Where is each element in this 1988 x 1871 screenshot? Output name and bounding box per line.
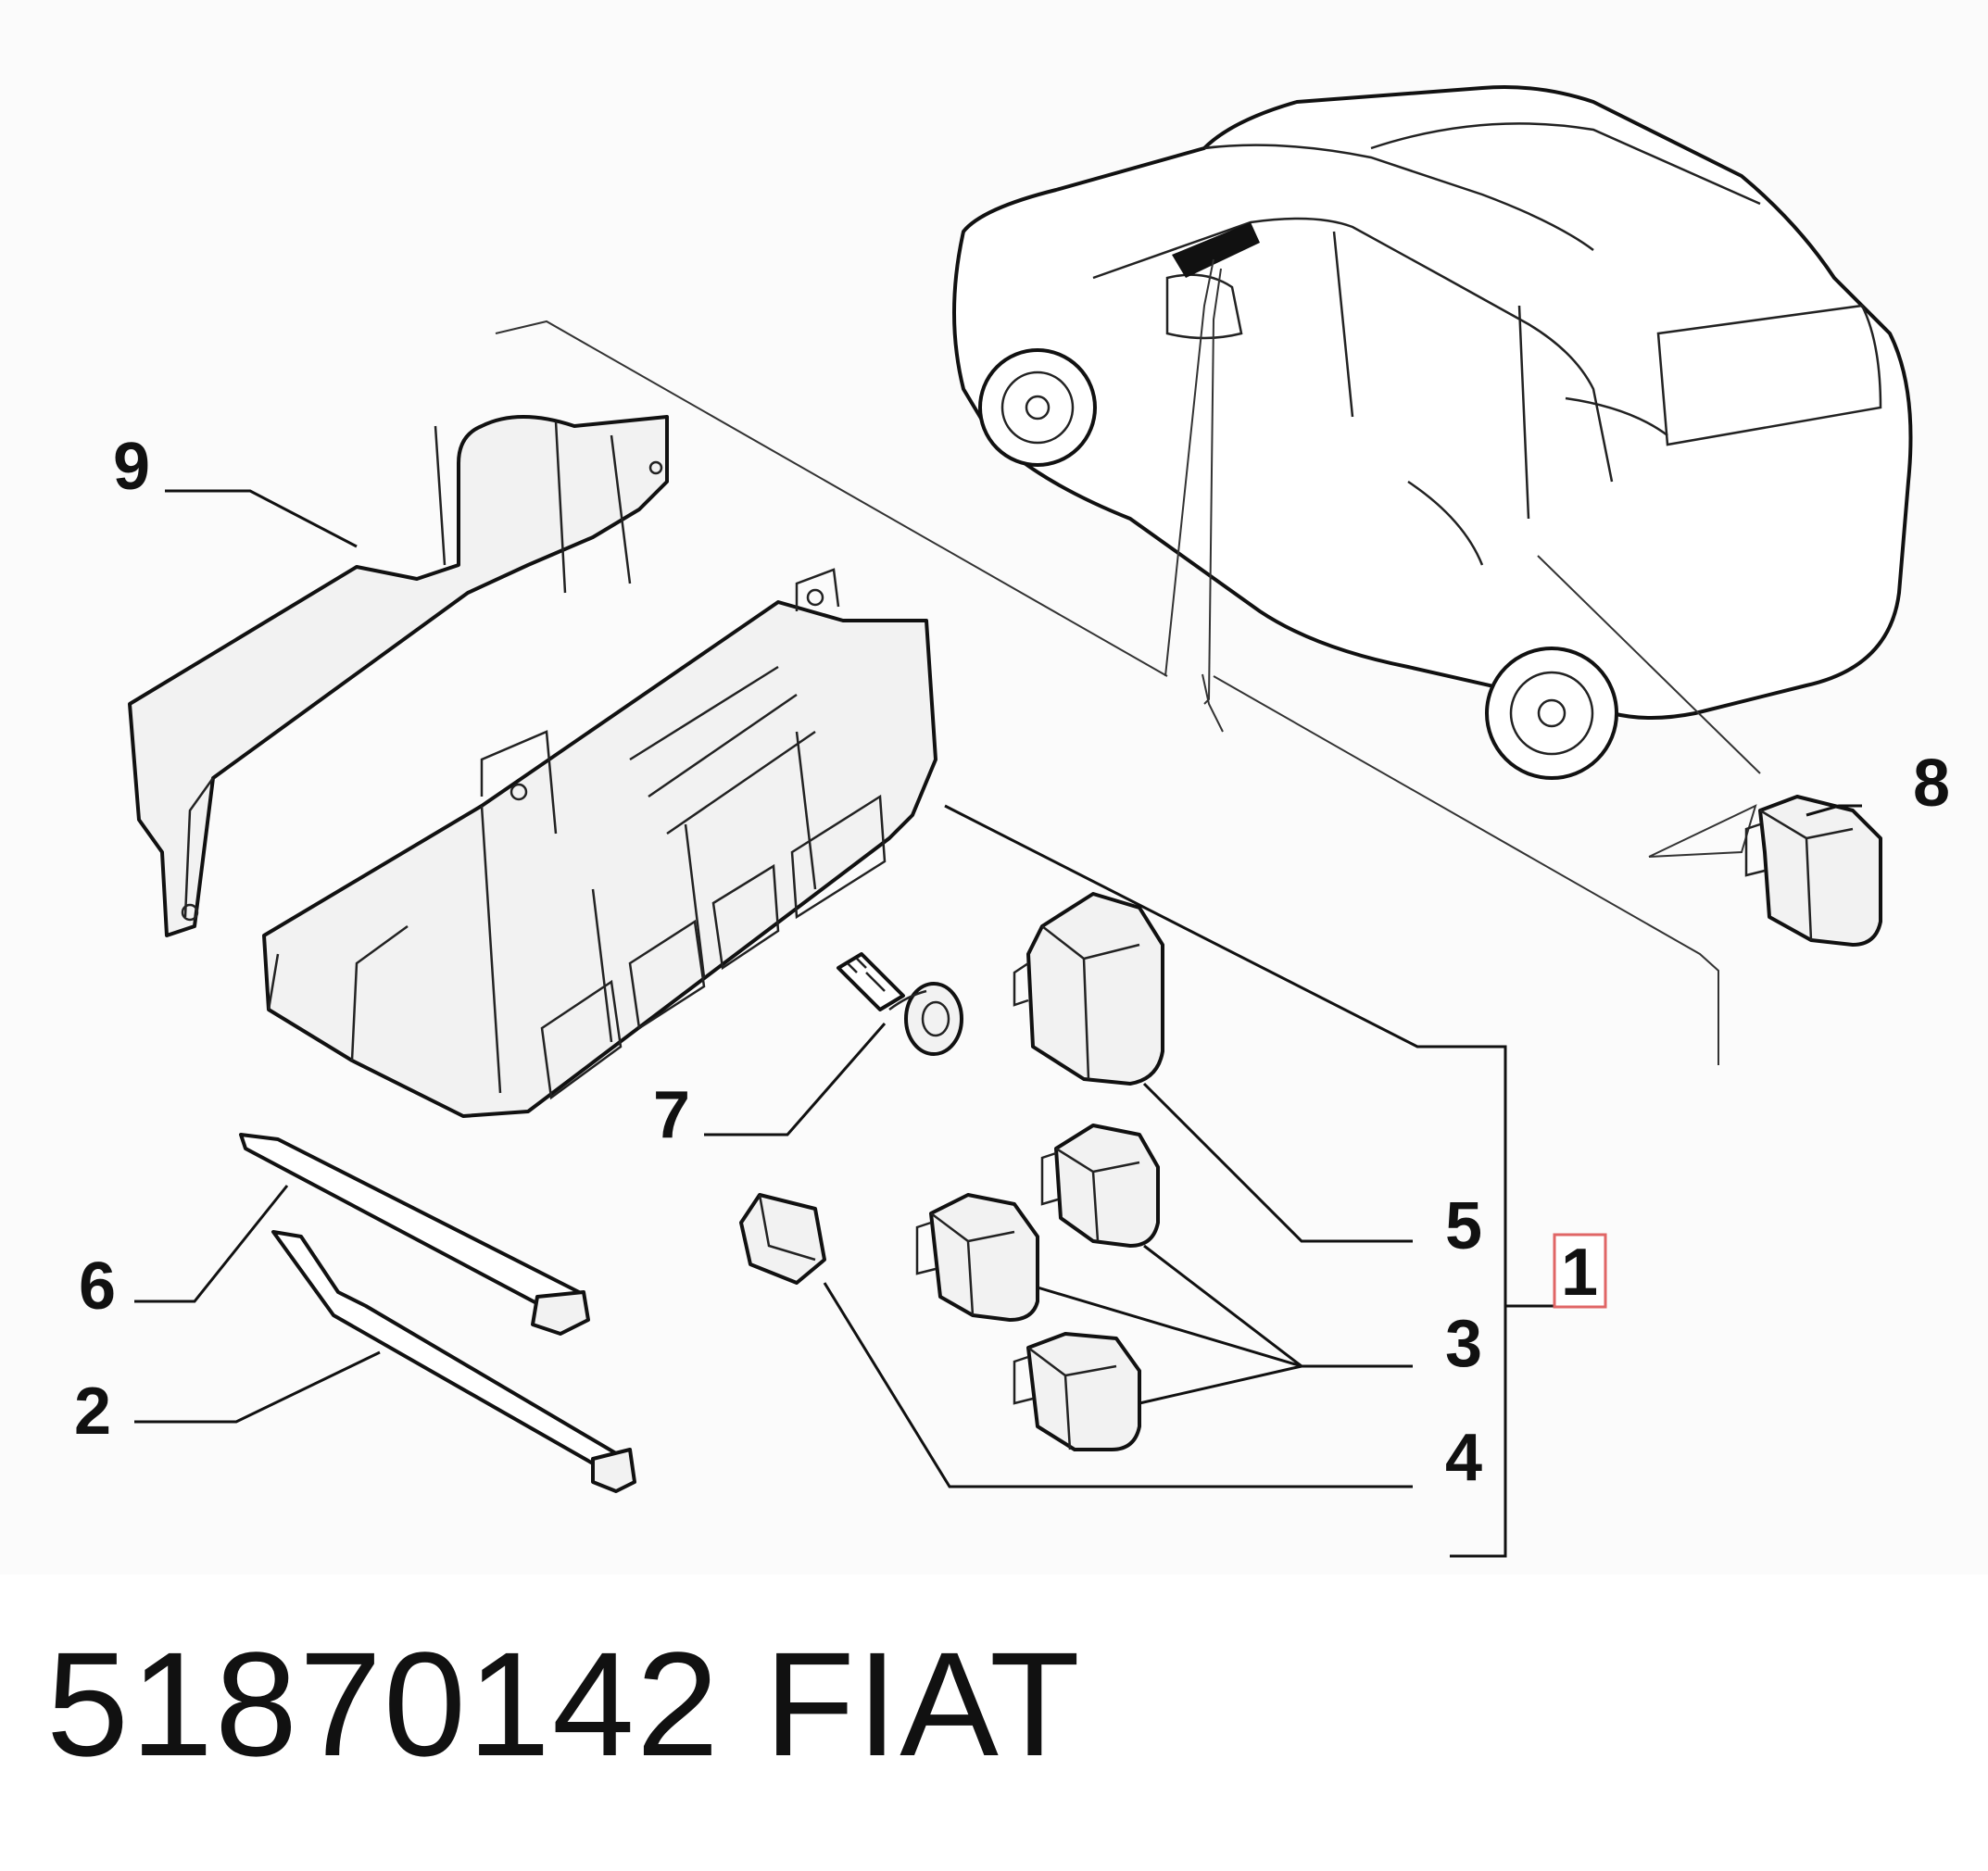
brand-name: FIAT <box>764 1621 1082 1787</box>
callout-7: 7 <box>653 1078 690 1152</box>
leader-lines <box>134 489 1862 1558</box>
part-3-relay-lower <box>1013 1332 1141 1451</box>
callout-1-highlight-box <box>1553 1233 1607 1309</box>
part-3-relay-upper <box>1040 1124 1160 1248</box>
callout-1: 1 <box>1561 1236 1598 1310</box>
part-2-cable-tie <box>271 1230 636 1493</box>
vehicle-illustration <box>952 85 1913 780</box>
part-8-relay <box>1744 795 1882 947</box>
callout-8: 8 <box>1913 747 1950 821</box>
part-number: 51870142 <box>46 1621 721 1787</box>
part-9-cover <box>128 415 669 937</box>
part-5-large-relay <box>1013 892 1164 1086</box>
callout-6: 6 <box>79 1249 116 1324</box>
callout-9: 9 <box>113 430 150 504</box>
part-3-relay-middle <box>915 1193 1039 1322</box>
part-1-fuse-box <box>262 568 937 1118</box>
part-6-cable-tie <box>239 1133 590 1336</box>
callout-4: 4 <box>1445 1421 1482 1495</box>
part-7-screw <box>837 952 963 1056</box>
guide-lines <box>495 320 1757 1065</box>
part-4-blade-fuse <box>739 1193 826 1285</box>
callout-3: 3 <box>1445 1307 1482 1381</box>
fuse-box-location-marker <box>1172 222 1260 278</box>
callout-2: 2 <box>74 1375 111 1449</box>
callout-5: 5 <box>1445 1189 1482 1263</box>
